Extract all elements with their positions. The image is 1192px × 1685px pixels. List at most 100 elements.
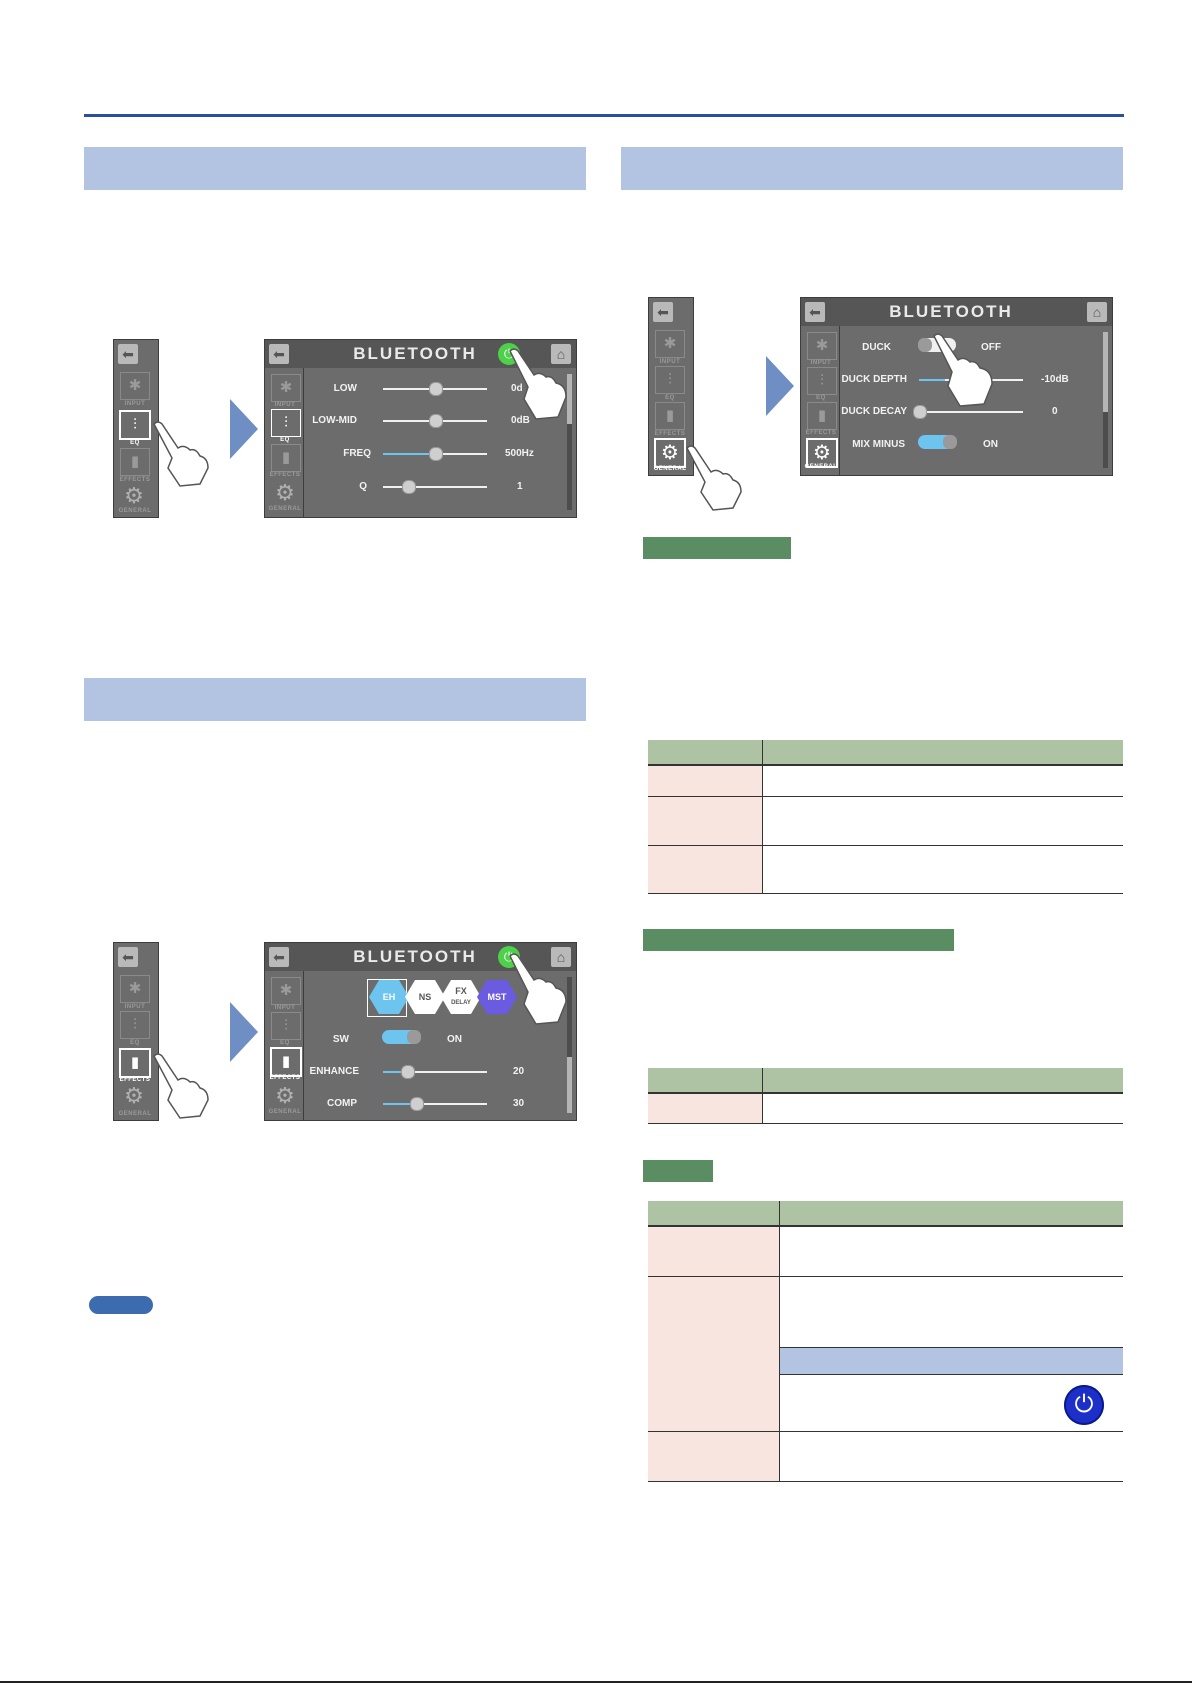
slider-knob[interactable] — [913, 405, 927, 419]
next-arrow — [766, 356, 794, 416]
gear-icon[interactable]: ⚙ — [654, 438, 686, 468]
screen-title-bar — [801, 298, 1112, 326]
equalizer-sliders-icon[interactable]: ⫶ — [655, 366, 685, 394]
slider-knob[interactable] — [429, 447, 443, 461]
home-icon[interactable]: ⌂ — [1087, 302, 1107, 322]
scrollbar-thumb[interactable] — [567, 374, 572, 424]
tab-label-input: INPUT — [124, 1004, 146, 1010]
green-heading-duck-depth — [643, 929, 954, 951]
scrollbar-thumb[interactable] — [567, 1057, 572, 1113]
scrollbar[interactable] — [1103, 332, 1108, 468]
toggle-knob — [943, 435, 957, 449]
equalizer-sliders-icon[interactable]: ⫶ — [271, 1012, 301, 1040]
top-rule — [84, 114, 1124, 117]
slider-knob[interactable] — [429, 414, 443, 428]
effect-tab-fx-delay[interactable]: FX DELAY — [441, 980, 481, 1014]
table3-row3-label — [648, 1432, 779, 1481]
slider-knob[interactable] — [429, 382, 443, 396]
screen-title: BLUETOOTH — [889, 302, 1013, 321]
slider-track[interactable] — [383, 486, 487, 488]
table-rule — [648, 1123, 1123, 1124]
sw-toggle[interactable] — [382, 1030, 421, 1044]
green-heading-duck — [643, 537, 791, 559]
equalizer-sliders-icon[interactable]: ⫶ — [271, 409, 301, 437]
bluetooth-icon[interactable]: ✱ — [120, 975, 150, 1003]
tab-label-eq: EQ — [130, 1040, 140, 1046]
effect-tab-eh[interactable]: EH — [369, 980, 409, 1014]
equalizer-sliders-icon[interactable]: ⫶ — [807, 367, 837, 395]
pointing-hand-icon — [509, 953, 567, 1025]
scrollbar[interactable] — [567, 977, 572, 1113]
bar-graph-icon[interactable]: ▮ — [807, 402, 837, 430]
scrollbar-thumb[interactable] — [1103, 332, 1108, 412]
bluetooth-icon[interactable]: ✱ — [271, 977, 301, 1005]
section-bar-general — [621, 147, 1123, 190]
table3-subheader — [779, 1348, 1123, 1374]
param-label: Q — [359, 481, 367, 492]
arrow-left-icon: ⬅ — [122, 346, 134, 362]
bluetooth-icon[interactable]: ✱ — [807, 332, 837, 360]
param-value: 1 — [517, 481, 523, 492]
tab-label-input: INPUT — [274, 1005, 296, 1011]
param-value: 30 — [513, 1098, 525, 1109]
gear-icon[interactable]: ⚙ — [275, 480, 295, 505]
tab-label-general: GENERAL — [653, 466, 687, 472]
pointing-hand-icon — [686, 445, 742, 511]
back-button[interactable]: ⬅ — [653, 302, 673, 322]
table-rule — [779, 1347, 1123, 1348]
mix-minus-value: ON — [983, 439, 998, 450]
table3-header — [648, 1201, 1123, 1225]
table-rule — [648, 796, 1123, 797]
gear-icon[interactable]: ⚙ — [275, 1083, 295, 1108]
back-button[interactable]: ⬅ — [269, 344, 289, 364]
slider-knob[interactable] — [400, 1065, 415, 1079]
table-rule — [648, 893, 1123, 894]
bluetooth-icon[interactable]: ✱ — [120, 372, 150, 400]
bar-graph-icon[interactable]: ▮ — [655, 402, 685, 430]
effect-tab-ns[interactable]: NS — [405, 980, 445, 1014]
tab-label-input: INPUT — [810, 360, 832, 366]
duck-decay-value: 0 — [1052, 406, 1058, 417]
gear-icon[interactable]: ⚙ — [806, 438, 838, 468]
section-bar-effects — [84, 678, 586, 721]
bar-graph-icon[interactable]: ▮ — [271, 444, 301, 472]
effect-tab-mst[interactable]: MST — [477, 980, 517, 1014]
table-rule — [779, 1374, 1123, 1375]
gear-icon[interactable]: ⚙ — [124, 1083, 144, 1108]
mix-minus-toggle[interactable] — [918, 435, 957, 449]
bar-graph-icon[interactable]: ▮ — [120, 448, 150, 476]
arrow-left-icon: ⬅ — [809, 304, 821, 320]
gear-icon[interactable]: ⚙ — [124, 483, 144, 508]
pointing-hand-icon — [153, 421, 209, 487]
slider-knob[interactable] — [401, 480, 416, 494]
back-button[interactable]: ⬅ — [118, 947, 138, 967]
tab-label-effects: EFFECTS — [119, 477, 151, 483]
arrow-left-icon: ⬅ — [122, 949, 134, 965]
bluetooth-icon[interactable]: ✱ — [271, 374, 301, 402]
home-icon[interactable]: ⌂ — [551, 344, 571, 364]
equalizer-sliders-icon[interactable]: ⫶ — [119, 410, 151, 440]
equalizer-sliders-icon[interactable]: ⫶ — [120, 1011, 150, 1039]
back-button[interactable]: ⬅ — [118, 344, 138, 364]
bar-graph-icon[interactable]: ▮ — [270, 1047, 302, 1077]
home-icon[interactable]: ⌂ — [551, 947, 571, 967]
table1-row2-label — [648, 797, 762, 845]
scrollbar[interactable] — [567, 374, 572, 510]
green-heading-mix-minus — [643, 1160, 713, 1182]
back-button[interactable]: ⬅ — [269, 947, 289, 967]
slider-track[interactable] — [383, 1071, 487, 1073]
tab-label-eq: EQ — [280, 437, 290, 443]
side-panel-effects: ⬅ ✱ INPUT ⫶ EQ ▮ EFFECTS ⚙ GENERAL — [113, 942, 159, 1121]
slider-track[interactable] — [383, 1103, 487, 1105]
bottom-rule — [0, 1681, 1192, 1683]
slider-knob[interactable] — [410, 1097, 425, 1111]
bluetooth-icon[interactable]: ✱ — [655, 330, 685, 358]
tab-label-effects: EFFECTS — [269, 472, 301, 478]
param-value: 0d — [511, 383, 523, 394]
duck-depth-value: -10dB — [1041, 374, 1069, 385]
table-rule — [648, 764, 1123, 766]
duck-decay-slider[interactable] — [919, 411, 1023, 413]
back-button[interactable]: ⬅ — [805, 302, 825, 322]
arrow-left-icon: ⬅ — [273, 346, 285, 362]
bar-graph-icon[interactable]: ▮ — [119, 1048, 151, 1078]
